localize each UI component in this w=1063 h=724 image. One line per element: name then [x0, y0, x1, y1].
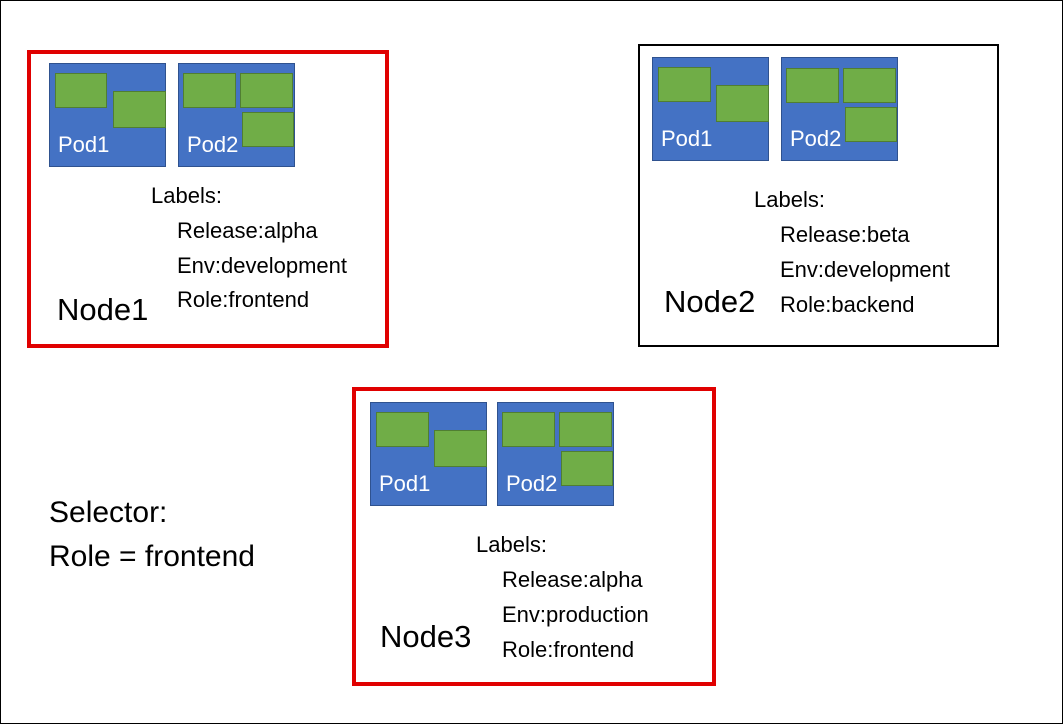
label-env: Env:production — [502, 602, 649, 627]
pod-1: Pod1 — [370, 402, 487, 506]
container — [559, 412, 612, 447]
label-env: Env:development — [177, 253, 347, 278]
node-name: Node1 — [57, 292, 149, 327]
container — [242, 112, 294, 147]
pod-label: Pod1 — [58, 132, 110, 157]
label-release: Release:alpha — [502, 567, 643, 592]
pod-label: Pod1 — [379, 471, 431, 496]
container — [55, 73, 107, 108]
container — [561, 451, 613, 486]
label-role: Role:backend — [780, 292, 915, 317]
pod-label: Pod2 — [187, 132, 239, 157]
label-release: Release:beta — [780, 222, 910, 247]
container — [502, 412, 555, 447]
node-name: Node3 — [380, 619, 472, 654]
pod-1: Pod1 — [652, 57, 769, 161]
container — [240, 73, 293, 108]
labels-title: Labels: — [754, 187, 825, 212]
node-3: Pod1 Pod2 Labels: Release:alpha Env:prod… — [352, 387, 716, 686]
pod-2: Pod2 — [178, 63, 295, 167]
pod-label: Pod2 — [506, 471, 558, 496]
pod-2: Pod2 — [781, 57, 898, 161]
pod-1: Pod1 — [49, 63, 166, 167]
container — [845, 107, 897, 142]
label-release: Release:alpha — [177, 218, 318, 243]
container — [716, 85, 769, 122]
label-env: Env:development — [780, 257, 950, 282]
container — [183, 73, 236, 108]
label-role: Role:frontend — [177, 287, 310, 312]
container — [843, 68, 896, 103]
pod-2: Pod2 — [497, 402, 614, 506]
node-2: Pod1 Pod2 Labels: Release:beta Env:devel… — [638, 44, 999, 347]
pod-label: Pod1 — [661, 126, 713, 151]
node-1: Pod1 Pod2 Labels: Release:alpha Env:deve… — [27, 50, 389, 348]
container — [434, 430, 487, 467]
pod-label: Pod2 — [790, 126, 842, 151]
container — [113, 91, 166, 128]
label-role: Role:frontend — [502, 637, 635, 662]
selector-expression: Role = frontend — [49, 540, 255, 573]
labels-title: Labels: — [151, 183, 222, 208]
selector-title: Selector: — [49, 496, 168, 529]
container — [376, 412, 429, 447]
node-name: Node2 — [664, 284, 756, 319]
container — [658, 67, 711, 102]
container — [786, 68, 839, 103]
labels-title: Labels: — [476, 532, 547, 557]
